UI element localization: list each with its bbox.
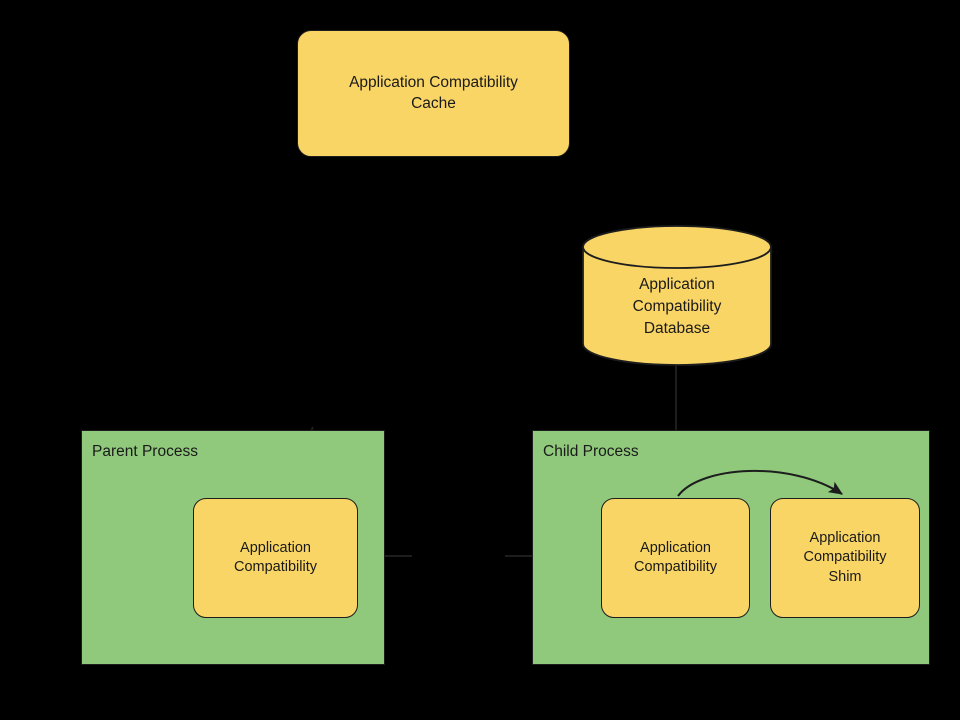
database-label-line1: Application	[639, 276, 715, 293]
child-app-compat-line1: Application	[640, 539, 711, 556]
node-application-compatibility-database[interactable]: Application Compatibility Database	[583, 226, 771, 365]
child-app-compat-line2: Compatibility	[634, 559, 717, 575]
child-shim-label: Application Compatibility Shim	[804, 529, 887, 587]
node-child-application-compatibility-shim[interactable]: Application Compatibility Shim	[770, 498, 920, 618]
child-shim-line3: Shim	[828, 568, 862, 585]
cache-label: Application Compatibility Cache	[349, 73, 518, 113]
parent-app-compat-line2: Compatibility	[234, 559, 317, 575]
parent-app-compat-line1: Application	[240, 539, 311, 556]
database-label: Application Compatibility Database	[583, 274, 771, 340]
child-app-compat-label: Application Compatibility	[634, 539, 717, 578]
database-cylinder-shape	[582, 225, 772, 366]
cache-label-line2: Cache	[411, 94, 456, 112]
cache-label-line1: Application Compatibility	[349, 74, 518, 92]
node-parent-application-compatibility[interactable]: Application Compatibility	[193, 498, 358, 618]
parent-app-compat-label: Application Compatibility	[234, 539, 317, 578]
parent-process-label: Parent Process	[92, 443, 198, 460]
child-shim-line1: Application	[809, 529, 881, 546]
child-process-label: Child Process	[543, 443, 639, 460]
database-label-line3: Database	[643, 320, 711, 337]
database-label-line2: Compatibility	[632, 298, 722, 315]
child-shim-line2: Compatibility	[803, 549, 887, 566]
node-application-compatibility-cache[interactable]: Application Compatibility Cache	[297, 30, 570, 157]
node-child-application-compatibility[interactable]: Application Compatibility	[601, 498, 750, 618]
